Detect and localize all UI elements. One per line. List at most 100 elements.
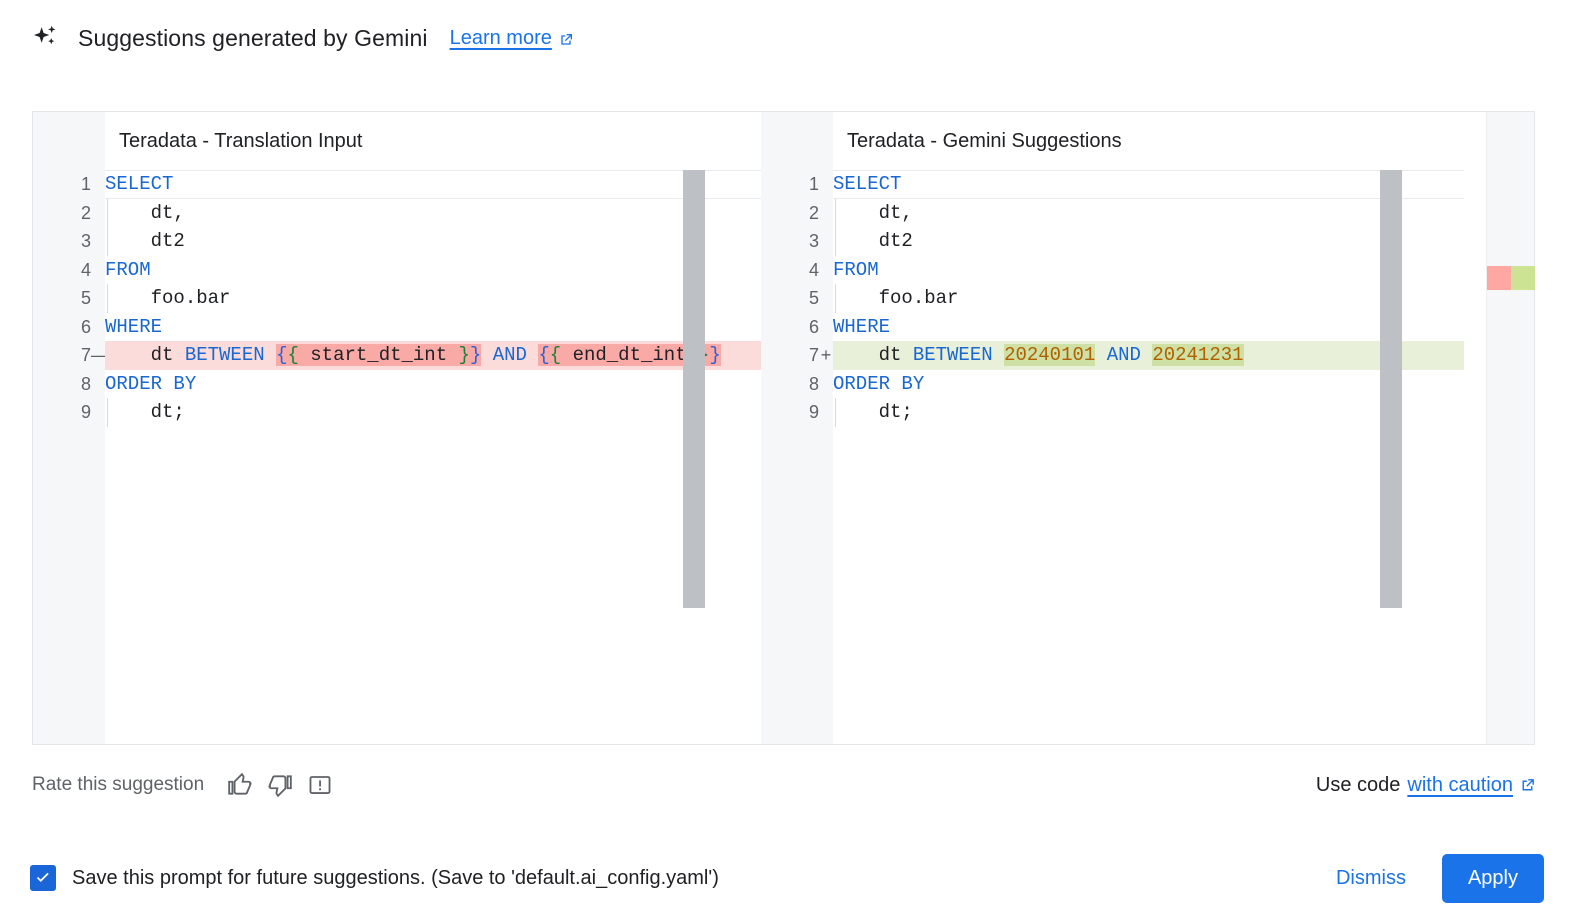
code-token (993, 344, 1004, 366)
diff-marker (91, 284, 105, 313)
open-in-new-icon (558, 30, 574, 46)
line-number: 2 (808, 202, 819, 223)
overview-ruler[interactable] (1486, 112, 1535, 744)
code-line[interactable]: 1 SELECT (761, 170, 1464, 199)
diff-marker (91, 313, 105, 342)
code-token (265, 344, 276, 366)
diff-marker (819, 370, 833, 399)
code-line[interactable]: 7+ dt BETWEEN 20240101 AND 20241231 (761, 341, 1464, 370)
save-prompt-row: Save this prompt for future suggestions.… (30, 865, 719, 891)
code-token: } (458, 344, 470, 366)
line-number: 7 (808, 345, 819, 365)
rate-controls: Rate this suggestion (32, 769, 344, 801)
code-line[interactable]: 5 foo.bar (761, 284, 1464, 313)
with-caution-link[interactable]: with caution (1407, 774, 1535, 797)
code-token: WHERE (833, 315, 891, 338)
code-line[interactable]: 5 foo.bar (33, 284, 761, 313)
diff-marker (819, 313, 833, 342)
diff-marker (819, 170, 833, 199)
rate-label: Rate this suggestion (32, 774, 205, 795)
dismiss-button[interactable]: Dismiss (1322, 857, 1420, 900)
right-pane-header: Teradata - Gemini Suggestions (761, 112, 1464, 170)
learn-more-link[interactable]: Learn more (450, 26, 574, 50)
left-header-gutter (33, 112, 105, 170)
code-token (1095, 344, 1106, 366)
code-line[interactable]: 3 dt2 (761, 227, 1464, 256)
suggestions-header: Suggestions generated by Gemini Learn mo… (0, 0, 1574, 51)
code-text: ORDER BY (833, 370, 1464, 399)
diff-marker (819, 398, 833, 427)
line-number: 1 (808, 174, 819, 194)
code-text: foo.bar (833, 284, 1464, 313)
right-pane-title: Teradata - Gemini Suggestions (847, 129, 1122, 152)
line-number: 2 (80, 202, 91, 223)
code-line[interactable]: 3 dt2 (33, 227, 761, 256)
code-token: 20241231 (1152, 344, 1244, 366)
code-token (527, 344, 538, 366)
use-code-prefix: Use code (1315, 773, 1401, 796)
thumb-up-icon[interactable] (224, 769, 256, 801)
report-feedback-icon[interactable] (304, 769, 336, 801)
code-token: end_dt_int (561, 344, 698, 366)
line-number: 6 (808, 316, 819, 337)
code-line[interactable]: 7— dt BETWEEN {{ start_dt_int }} AND {{ … (33, 341, 761, 370)
use-code-notice: Use code with caution (1316, 774, 1535, 797)
code-token: { (538, 344, 550, 366)
code-text: dt2 (105, 227, 761, 256)
line-number: 3 (80, 231, 91, 251)
code-token: AND (492, 344, 527, 366)
code-text: SELECT (833, 170, 1464, 199)
line-number: 7 (80, 345, 91, 365)
code-text: WHERE (105, 313, 761, 342)
diff-marker: + (820, 345, 832, 365)
code-token: { (549, 344, 562, 366)
save-prompt-checkbox[interactable] (30, 865, 56, 891)
code-token: start_dt_int (298, 344, 459, 366)
code-line[interactable]: 8 ORDER BY (33, 370, 761, 399)
code-token: dt, (105, 201, 185, 224)
code-token: dt2 (105, 230, 185, 252)
apply-button[interactable]: Apply (1441, 853, 1544, 903)
left-gutter (33, 170, 105, 744)
code-line[interactable]: 2 dt, (33, 198, 761, 228)
code-token: ORDER BY (105, 372, 197, 395)
overview-added-marker (1511, 266, 1535, 290)
diff-marker (91, 256, 105, 285)
code-token: SELECT (105, 173, 174, 195)
line-number: 8 (80, 373, 91, 394)
diff-marker (819, 199, 833, 228)
line-number: 3 (808, 231, 819, 251)
code-text: ORDER BY (105, 370, 761, 399)
line-number: 9 (808, 402, 819, 422)
line-number: 4 (808, 259, 819, 280)
code-token: dt, (833, 201, 913, 224)
code-line[interactable]: 6 WHERE (761, 313, 1464, 342)
diff-marker (91, 227, 105, 256)
right-vertical-scrollbar[interactable] (1380, 170, 1402, 608)
code-token: WHERE (105, 315, 163, 338)
code-line[interactable]: 2 dt, (761, 198, 1464, 228)
code-text: FROM (105, 256, 761, 285)
code-line[interactable]: 9 dt; (761, 398, 1464, 427)
diff-marker (819, 284, 833, 313)
learn-more-label: Learn more (449, 27, 552, 49)
code-token: } (709, 344, 721, 366)
code-text: dt; (105, 398, 761, 427)
thumb-down-icon[interactable] (264, 769, 296, 801)
left-vertical-scrollbar[interactable] (683, 170, 705, 608)
save-prompt-label: Save this prompt for future suggestions.… (72, 866, 719, 889)
code-line[interactable]: 9 dt; (33, 398, 761, 427)
left-pane-header: Teradata - Translation Input (33, 112, 761, 170)
